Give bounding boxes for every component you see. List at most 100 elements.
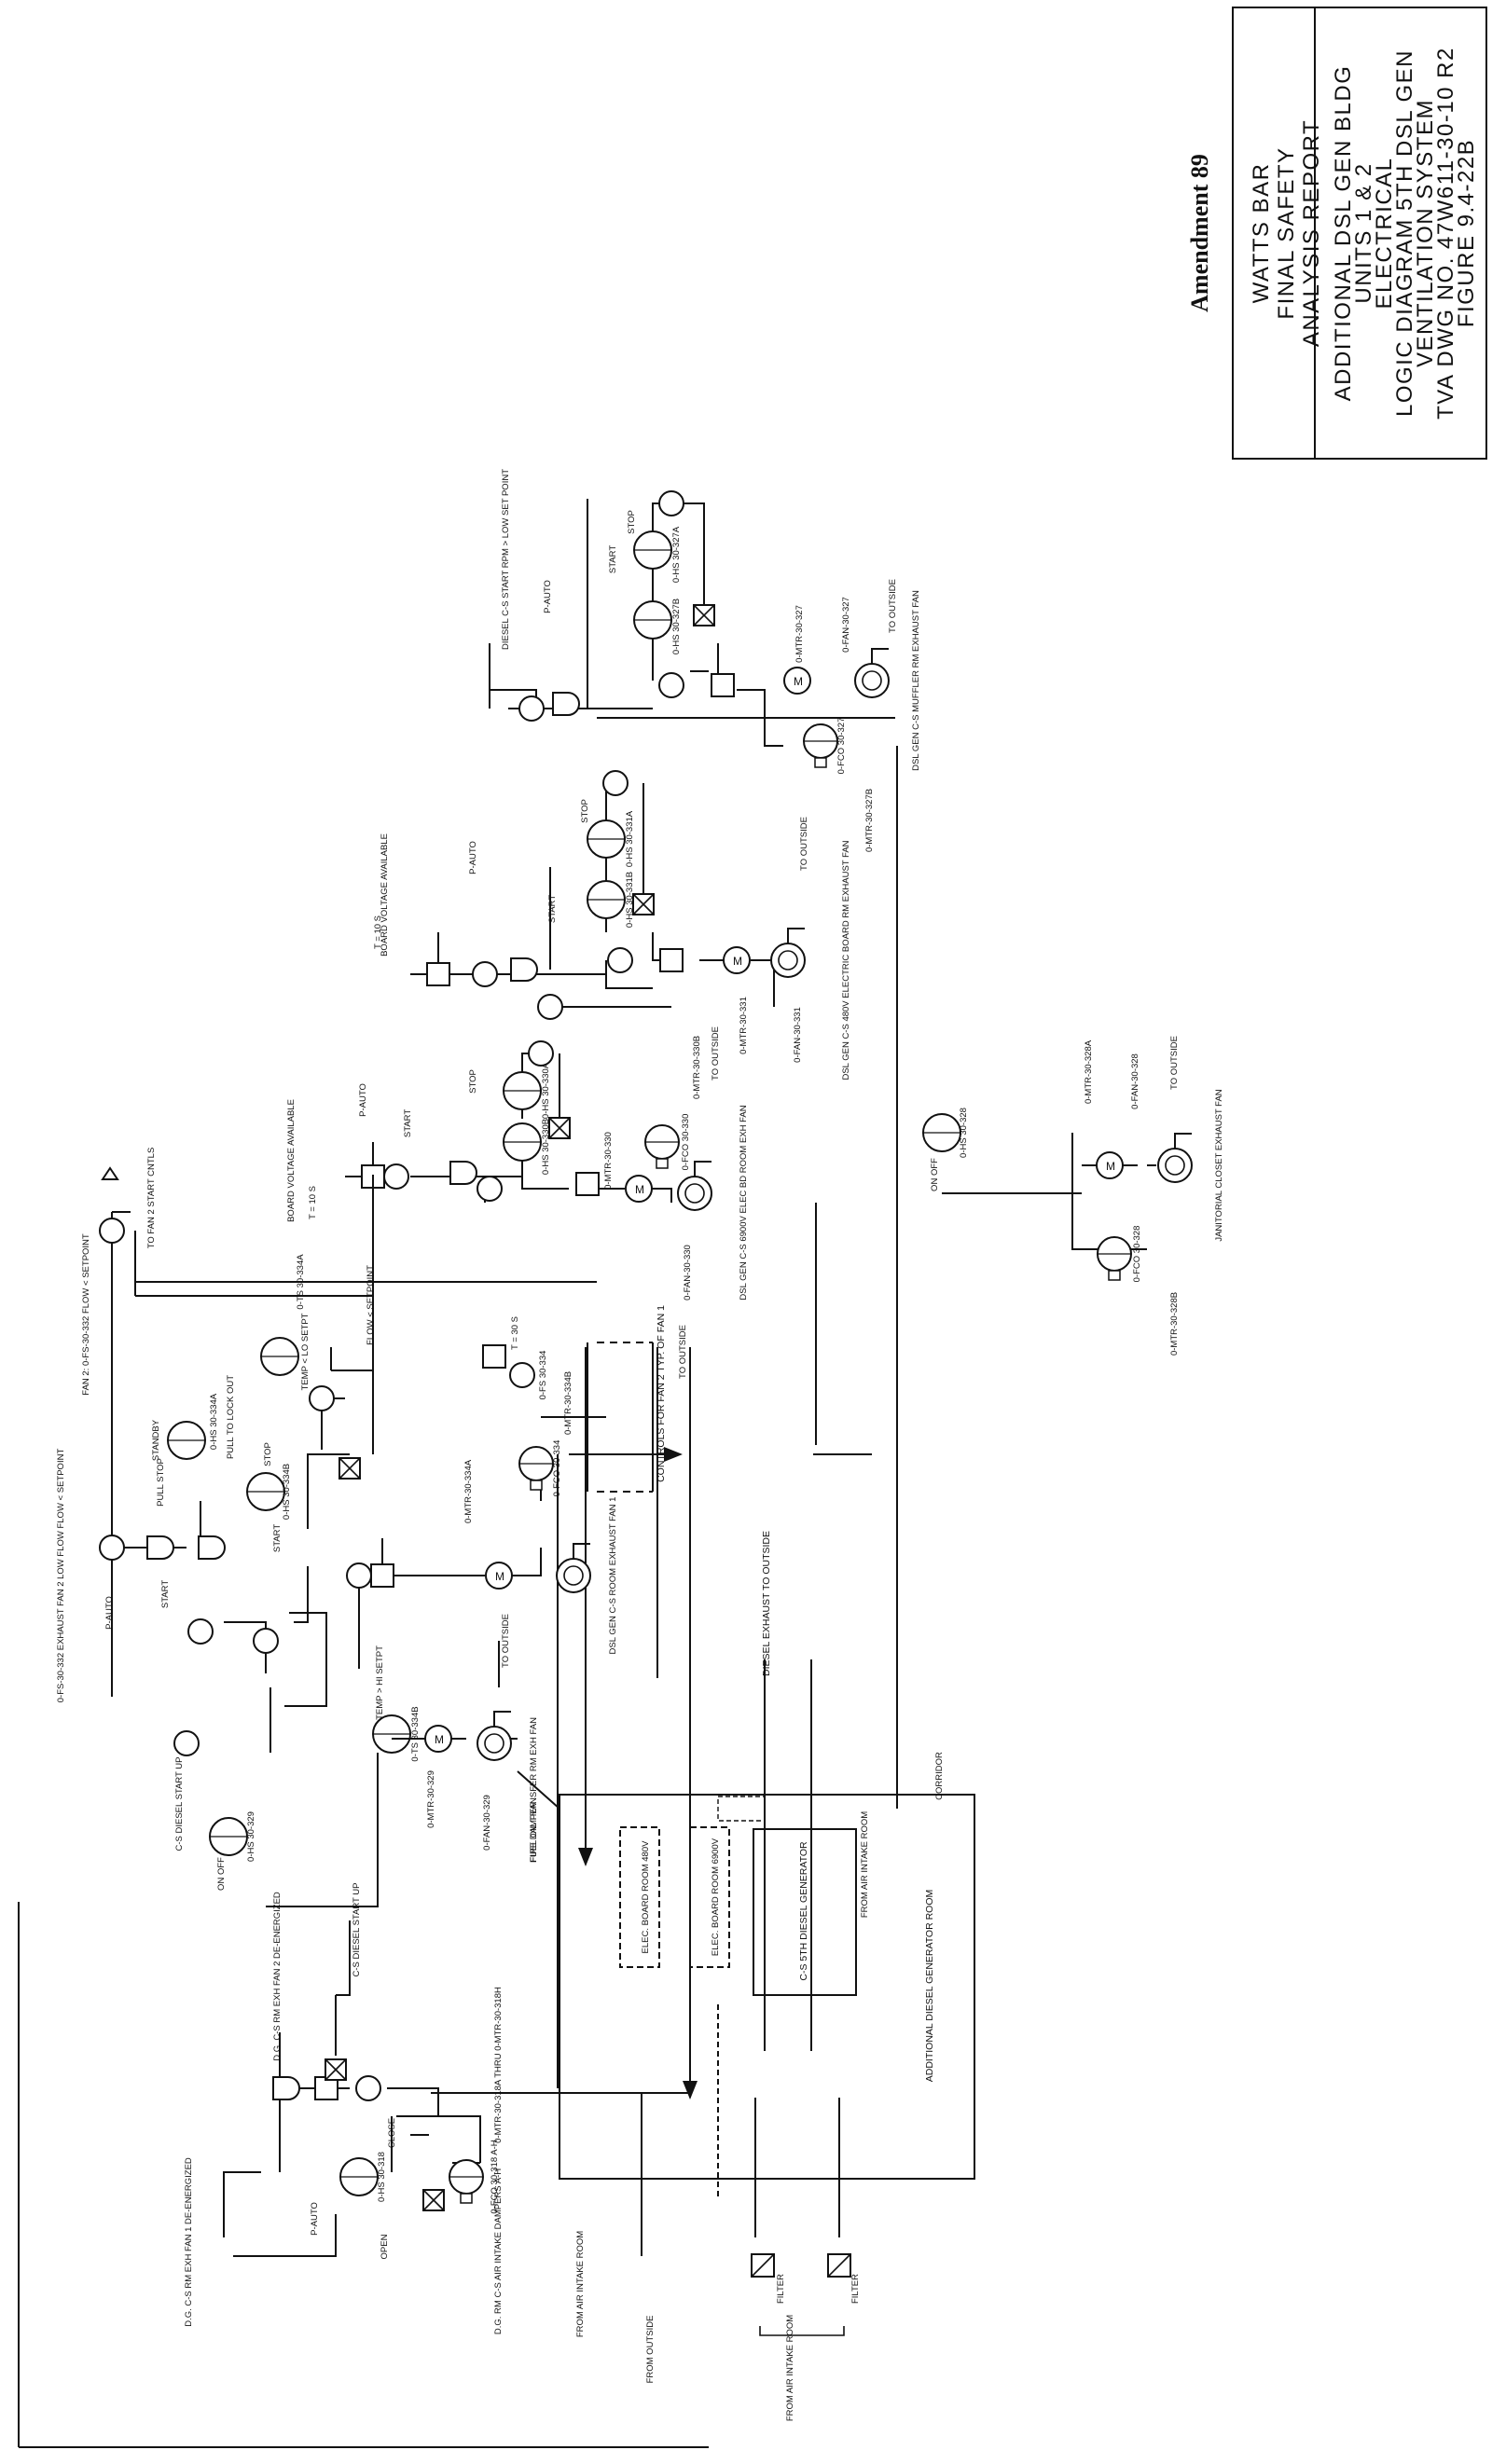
janitorial-damper: 0-MTR-30-328B bbox=[1169, 1292, 1180, 1356]
muffler-fan-id: 0-FAN-30-327 bbox=[841, 597, 851, 653]
elec480-fan-label: DSL GEN C-S 480V ELECTRIC BOARD RM EXHAU… bbox=[841, 840, 851, 1080]
intake-hs bbox=[339, 2157, 379, 2196]
dg-startup-gate bbox=[187, 1618, 214, 1645]
from-air-intake-3: FROM AIR INTAKE ROOM bbox=[575, 2231, 586, 2337]
filter-2-label: FILTER bbox=[850, 2274, 861, 2304]
elec6900-hs-a-label: 0-HS 30-330A bbox=[541, 1062, 551, 1119]
muffler-lockout bbox=[693, 604, 715, 626]
to-outside-main: TO OUTSIDE bbox=[678, 1325, 688, 1379]
elec6900-to-outside: TO OUTSIDE bbox=[711, 1026, 721, 1081]
controls-fan2-label: CONTROLS FOR FAN 2 TYP. OF FAN 1 bbox=[656, 1305, 667, 1482]
elec-board-480-label: ELEC. BOARD ROOM 480V bbox=[641, 1840, 651, 1954]
fuel-oil-fan-logic bbox=[266, 1641, 560, 1907]
drawing-line-4: LOGIC DIAGRAM 5TH DSL GEN bbox=[1392, 49, 1417, 417]
amendment-label: Amendment 89 bbox=[1186, 154, 1213, 312]
dg-room-motor bbox=[485, 1562, 513, 1590]
elec6900-hs-a bbox=[503, 1071, 542, 1110]
muffler-fan-icon bbox=[854, 648, 890, 698]
janitorial-hs-label: 0-HS 30-328 bbox=[959, 1108, 969, 1158]
dg-flow-switch bbox=[509, 1362, 535, 1388]
elec6900-fco-label: 0-FCO 30-330 bbox=[681, 1114, 691, 1171]
elec6900-not-gate bbox=[383, 1163, 409, 1190]
muffler-hs-a-label: 0-HS 30-327A bbox=[671, 526, 682, 583]
janitorial-motor bbox=[1096, 1151, 1124, 1179]
dg-room-fan-label: DSL GEN C-S ROOM EXHAUST FAN 1 bbox=[608, 1497, 618, 1655]
flow-setpoint-label: FLOW < SETPOINT bbox=[366, 1265, 376, 1345]
intake-lockout-2 bbox=[422, 2189, 445, 2211]
elec480-timer bbox=[426, 962, 450, 986]
elec480-start: START bbox=[547, 895, 558, 923]
elec480-hs-a bbox=[587, 819, 626, 859]
board-voltage-1: BOARD VOLTAGE AVAILABLE bbox=[380, 833, 390, 957]
dg-fan2-deenergized: D.G. C-S RM EXH FAN 2 DE-ENERGIZED bbox=[272, 1892, 283, 2061]
janitorial-fco-label: 0-FCO 30-328 bbox=[1132, 1226, 1142, 1283]
t10-label-2: T = 10 S bbox=[308, 1186, 318, 1219]
cs-diesel-start-2: C-S DIESEL START UP bbox=[352, 1882, 362, 1976]
elec-board-6900-label: ELEC. BOARD ROOM 6900V bbox=[711, 1838, 721, 1956]
dg-room-hs-a bbox=[167, 1421, 206, 1460]
intake-or-gate bbox=[355, 2075, 381, 2101]
muffler-and-gate bbox=[552, 692, 580, 716]
elec480-and-gate bbox=[510, 957, 538, 982]
intake-mtr-label: 0-MTR-30-318A THRU 0-MTR-30-318H bbox=[493, 1987, 504, 2143]
dg-pull-stop: PULL STOP bbox=[156, 1458, 166, 1507]
fan2-flow-gate bbox=[99, 1218, 125, 1244]
dg-ts-a-label: 0-TS 30-334A bbox=[296, 1254, 306, 1310]
elec480-or-gate-2 bbox=[537, 994, 563, 1020]
elec480-fan-id: 0-FAN-30-331 bbox=[793, 1007, 803, 1063]
janitorial-fco bbox=[1097, 1236, 1132, 1281]
dg-room-hs-a-label: 0-HS 30-334A bbox=[209, 1393, 219, 1450]
owner-line-3: ANALYSIS REPORT bbox=[1299, 119, 1324, 347]
janitorial-fan-logic bbox=[942, 1133, 1156, 1250]
elec480-pauto: P-AUTO bbox=[468, 841, 478, 874]
elec480-mtr-label: 0-MTR-30-331 bbox=[739, 997, 749, 1054]
dg-ts-a bbox=[260, 1337, 299, 1376]
janitorial-fan-id: 0-FAN-30-328 bbox=[1130, 1053, 1140, 1109]
dg-temp-hi: TEMP > HI SETPT bbox=[375, 1645, 385, 1720]
elec6900-motor bbox=[625, 1175, 653, 1203]
intake-hs-label: 0-HS 30-318 bbox=[377, 2152, 387, 2202]
dg-start-2: START bbox=[272, 1524, 283, 1552]
muffler-fco bbox=[803, 723, 838, 768]
drawing-line-1: ADDITIONAL DSL GEN BLDG bbox=[1331, 65, 1356, 402]
muffler-mtr-label: 0-MTR-30-327 bbox=[794, 605, 805, 663]
muffler-fan-logic bbox=[489, 499, 895, 747]
dg-stop-latch bbox=[309, 1385, 335, 1411]
intake-and-gate-1 bbox=[272, 2076, 300, 2100]
cs-generator-label: C-S 5TH DIESEL GENERATOR bbox=[798, 1841, 809, 1981]
elec480-motor bbox=[723, 946, 751, 974]
dg-standby: STANDBY bbox=[151, 1419, 161, 1461]
elec6900-fco bbox=[644, 1124, 680, 1169]
dg-lockout bbox=[338, 1457, 361, 1480]
dg-room-fco bbox=[518, 1446, 554, 1491]
dg-pull-lock: PULL TO LOCK OUT bbox=[226, 1375, 236, 1459]
filters bbox=[751, 2253, 851, 2278]
muffler-or-gate bbox=[658, 672, 684, 698]
elec480-memory bbox=[659, 948, 684, 972]
muffler-fan-label: DSL GEN C-S MUFFLER RM EXHAUST FAN bbox=[911, 590, 921, 771]
muffler-hs-b bbox=[633, 600, 672, 640]
additional-dg-room-label: ADDITIONAL DIESEL GENERATOR ROOM bbox=[924, 1890, 935, 2083]
drawing-line-7: FIGURE 9.4-22B bbox=[1454, 139, 1479, 327]
elec6900-stop-latch bbox=[528, 1040, 554, 1067]
t10-label-1: T = 10 S bbox=[373, 915, 383, 949]
fuel-oil-hs-label: 0-HS 30-329 bbox=[246, 1811, 256, 1862]
elec6900-memory bbox=[575, 1172, 600, 1196]
elec6900-hs-b-label: 0-HS 30-330B bbox=[541, 1119, 551, 1175]
from-air-intake-1: FROM AIR INTAKE ROOM bbox=[860, 1811, 870, 1918]
sheet-border bbox=[18, 1902, 709, 2448]
muffler-memory bbox=[711, 673, 735, 697]
fuel-oil-motor bbox=[424, 1725, 452, 1753]
filter-1-label: FILTER bbox=[776, 2274, 786, 2304]
fuel-oil-to-outside: TO OUTSIDE bbox=[501, 1614, 511, 1668]
dg-ts-b-label: 0-TS 30-334B bbox=[410, 1706, 421, 1761]
elec480-hs-b bbox=[587, 880, 626, 919]
elec480-or-gate bbox=[607, 947, 633, 973]
dg-low-flow-gate bbox=[99, 1535, 125, 1561]
elec480-not-gate bbox=[472, 961, 498, 987]
elec480-lockout bbox=[632, 893, 655, 915]
dg-room-hs-b-label: 0-HS 30-334B bbox=[282, 1464, 292, 1520]
elec480-stop-latch bbox=[602, 770, 629, 796]
dg-t30: T = 30 S bbox=[510, 1316, 520, 1350]
from-outside-label: FROM OUTSIDE bbox=[645, 2316, 656, 2384]
